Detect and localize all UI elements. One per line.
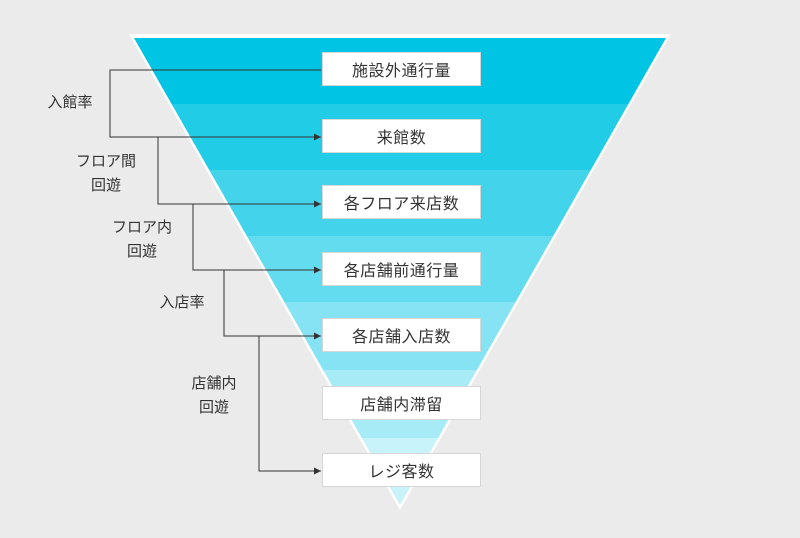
- stage-label: 施設外通行量: [351, 61, 451, 80]
- stage-label: 各店舗入店数: [351, 327, 451, 346]
- connector-arrow: [258, 335, 321, 475]
- rate-label-line: 回遊: [90, 176, 121, 194]
- rate-label-line: 入館率: [47, 93, 93, 111]
- stage-label: 各店舗前通行量: [343, 261, 460, 280]
- rate-label-store-entry-rate: 入店率: [146, 290, 218, 314]
- stage-box-register-customers: レジ客数: [322, 453, 481, 487]
- connector-lines: [109, 69, 321, 475]
- rate-label-line: フロア間: [75, 152, 136, 170]
- stage-label: 店舗内滞留: [360, 395, 443, 414]
- stage-box-visitors: 来館数: [322, 119, 481, 153]
- stage-box-in-store-dwell: 店舗内滞留: [322, 386, 481, 420]
- stage-box-outside-traffic: 施設外通行量: [322, 52, 481, 86]
- stage-box-floor-visits: 各フロア来店数: [322, 185, 481, 219]
- stage-box-storefront-traffic: 各店舗前通行量: [322, 252, 481, 286]
- stage-label: レジ客数: [368, 462, 435, 481]
- rate-label-line: 入店率: [159, 293, 205, 311]
- rate-label-line: 回遊: [198, 398, 229, 416]
- rate-label-in-store: 店舗内 回遊: [176, 371, 252, 419]
- rate-label-line: 回遊: [126, 242, 157, 260]
- stage-label: 来館数: [376, 128, 427, 147]
- stage-box-store-entries: 各店舗入店数: [322, 318, 481, 352]
- stage-label: 各フロア来店数: [343, 194, 460, 213]
- rate-label-line: フロア内: [111, 218, 172, 236]
- rate-label-line: 店舗内: [191, 374, 237, 392]
- rate-label-inter-floor: フロア間 回遊: [62, 149, 150, 197]
- rate-label-entry-rate: 入館率: [32, 90, 108, 114]
- rate-label-intra-floor: フロア内 回遊: [98, 215, 186, 263]
